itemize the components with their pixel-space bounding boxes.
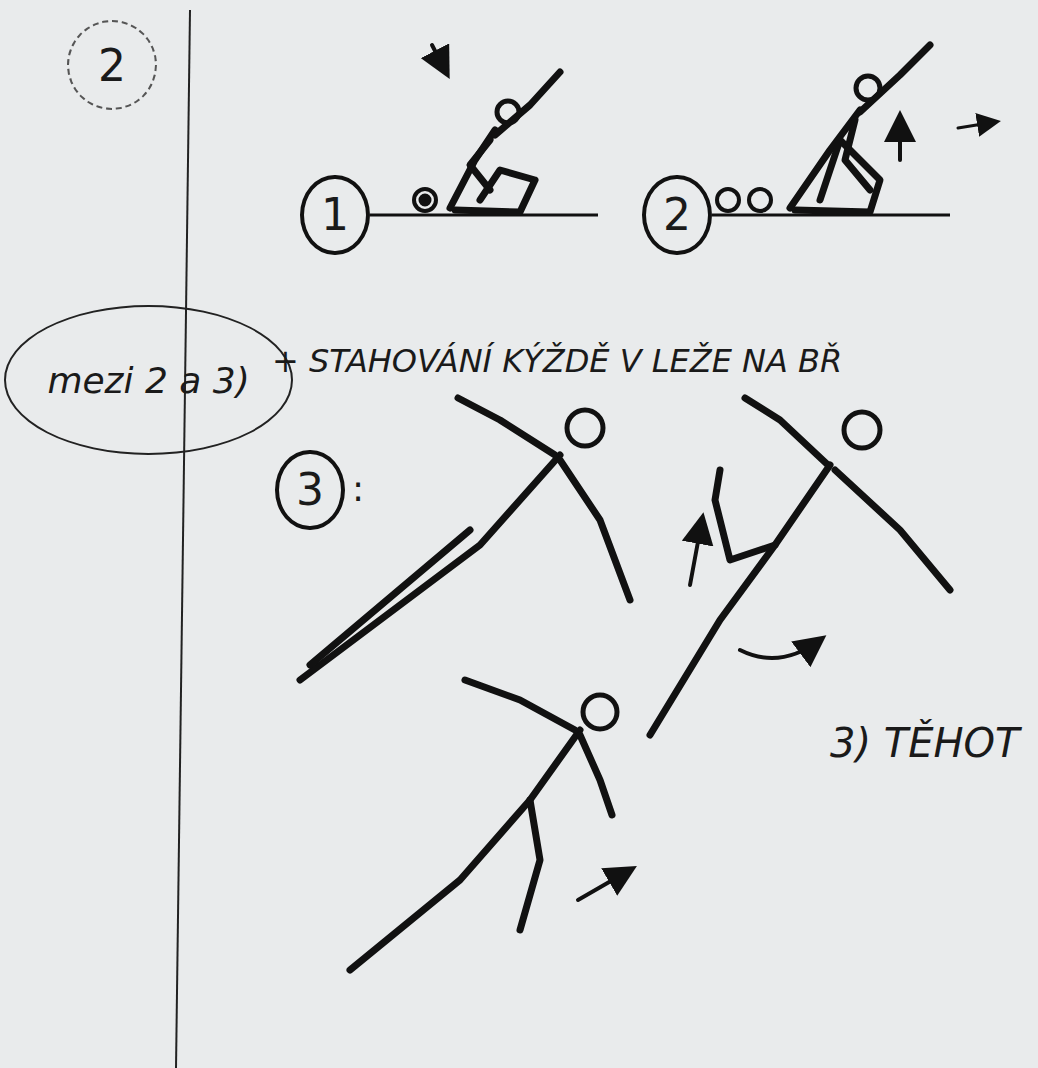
step-number-circle: 2	[642, 175, 712, 256]
note-oval: mezi 2 a 3)	[4, 305, 293, 455]
step-number-circle: 3	[275, 450, 345, 531]
step-number-circle: 1	[300, 175, 370, 256]
node-text: 2	[663, 189, 691, 240]
node-text: 2	[98, 40, 126, 91]
colon-mark: :	[352, 468, 364, 509]
note-text: 3) TĚHOT	[830, 720, 1019, 766]
node-text: 3	[296, 464, 324, 515]
node-text: 1	[321, 189, 349, 240]
node-text: mezi 2 a 3)	[47, 360, 249, 401]
note-text: + STAHOVÁNÍ KÝŽDĚ V LEŽE NA BŘ	[272, 342, 842, 380]
page-number-circle: 2	[67, 20, 157, 110]
